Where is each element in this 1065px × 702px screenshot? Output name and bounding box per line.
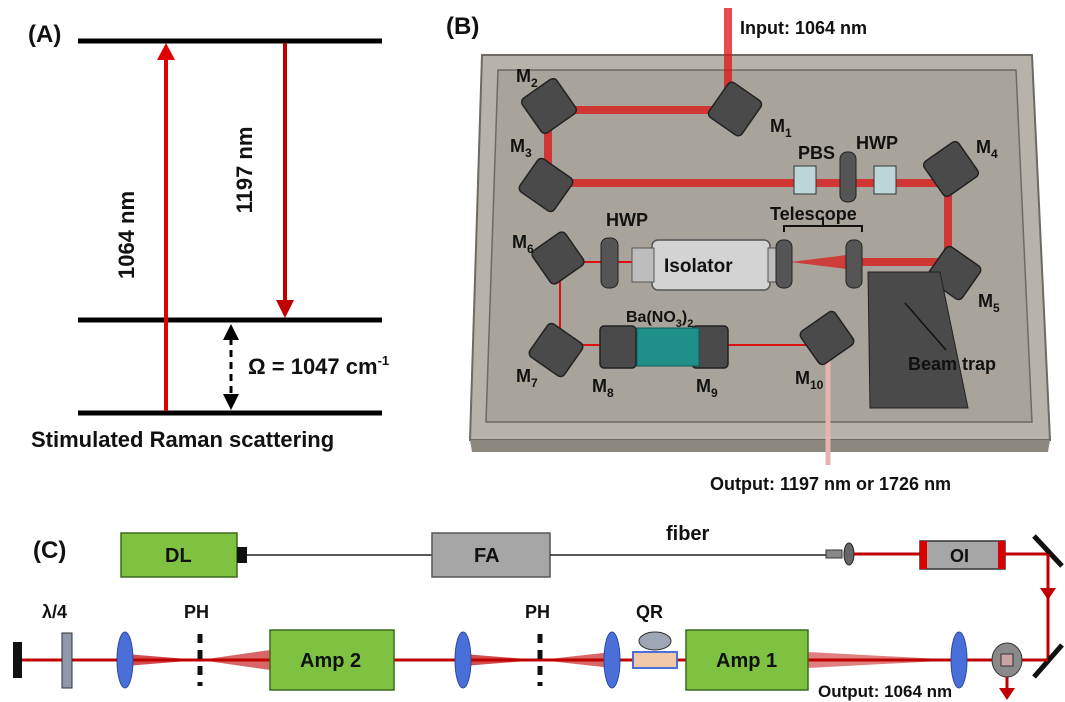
oi-end-left xyxy=(920,541,927,569)
qr-label: QR xyxy=(636,602,663,622)
lens-1 xyxy=(116,631,134,689)
mirror-label-m10: M10 xyxy=(795,368,824,392)
mirror-label-m9: M9 xyxy=(696,376,718,400)
beam-trap-label: Beam trap xyxy=(908,354,996,374)
focus-cone-5 xyxy=(808,652,960,668)
hwp-left xyxy=(600,237,619,289)
amplifier-1 xyxy=(685,629,809,691)
raman-crystal xyxy=(636,327,700,367)
telescope-lens-2 xyxy=(845,239,863,289)
lens-4 xyxy=(950,631,968,689)
beam-down-arrowhead xyxy=(1040,588,1056,600)
telescope-bracket xyxy=(783,218,863,232)
ph1-label: PH xyxy=(184,602,209,622)
omega-arrowhead-up xyxy=(223,324,239,340)
mirror-label-m6: M6 xyxy=(512,232,534,256)
fiber-amplifier-box xyxy=(431,532,551,578)
fiber-label: fiber xyxy=(666,523,710,545)
crystal-label: Ba(NO3)2 xyxy=(626,309,693,330)
amp1-label: Amp 1 xyxy=(716,650,777,672)
mirror-m2 xyxy=(520,77,578,135)
pbs-cube-2 xyxy=(873,165,897,195)
pump-wavelength-label: 1064 nm xyxy=(114,191,139,279)
focus-cone-4 xyxy=(540,652,612,668)
oi-label: OI xyxy=(950,546,969,566)
panel-b-tag: (B) xyxy=(446,13,479,40)
output-label: Output: 1197 nm or 1726 nm xyxy=(710,474,951,494)
quartz-rotator xyxy=(632,651,678,669)
hwp-left-label: HWP xyxy=(606,210,648,230)
mirror-m1 xyxy=(707,81,763,137)
isolator-label: Isolator xyxy=(664,256,733,277)
mirror-m8 xyxy=(599,325,637,369)
mirror-label-m8: M8 xyxy=(592,376,614,400)
mirror-m10 xyxy=(799,310,855,366)
table-edge xyxy=(470,440,1050,452)
output-1064-label: Output: 1064 nm xyxy=(818,682,952,701)
stokes-wavelength-label: 1197 nm xyxy=(232,127,257,214)
focus-cone-3 xyxy=(463,654,540,666)
panel-c: (C) DL FA fiber OI λ/4 xyxy=(13,523,1064,701)
telescope-label: Telescope xyxy=(770,204,857,224)
lens-3 xyxy=(603,631,621,689)
diode-laser-connector xyxy=(237,547,247,563)
oi-end-right xyxy=(998,541,1005,569)
qwp-label: λ/4 xyxy=(42,602,67,622)
telescope-beam-cone xyxy=(790,254,855,270)
mirror-mounts xyxy=(518,77,982,378)
panel-a: (A) 1064 nm 1197 nm Ω = 1047 cm-1 Stimul… xyxy=(28,21,389,452)
focus-cone-1 xyxy=(125,654,200,666)
pbs-label: PBS xyxy=(798,143,835,163)
hwp-top-label: HWP xyxy=(856,133,898,153)
panel-b: (B) Input: 1064 nm PBS HWP Telescope HWP… xyxy=(446,8,1052,494)
input-label: Input: 1064 nm xyxy=(740,18,867,38)
fiber-collimator xyxy=(825,549,843,559)
focus-cone-2 xyxy=(200,650,270,670)
dl-label: DL xyxy=(165,545,192,567)
stokes-arrowhead xyxy=(276,300,294,318)
pbs-cube-1 xyxy=(793,165,817,195)
mirror-m4 xyxy=(922,140,980,198)
mirror-label-m3: M3 xyxy=(510,136,532,160)
mirror-m3 xyxy=(518,157,574,213)
collimator-lens xyxy=(843,542,855,566)
amplifier-2 xyxy=(269,629,395,691)
mirror-label-m7: M7 xyxy=(516,366,538,390)
ph2-label: PH xyxy=(525,602,550,622)
telescope-lens-1 xyxy=(775,239,793,289)
hwp-top xyxy=(839,151,857,203)
mirror-label-m5: M5 xyxy=(978,291,1000,315)
mirror-m6 xyxy=(531,231,585,285)
end-mirror xyxy=(13,642,22,678)
mirror-label-m1: M1 xyxy=(770,116,792,140)
raman-shift-label: Ω = 1047 cm-1 xyxy=(248,353,389,379)
lens-2 xyxy=(454,631,472,689)
amp2-label: Amp 2 xyxy=(300,650,361,672)
isolator-end-left xyxy=(631,247,655,283)
mirror-m7 xyxy=(528,322,584,378)
fa-label: FA xyxy=(474,545,500,567)
quarter-wave-plate xyxy=(61,632,73,689)
mirror-label-m2: M2 xyxy=(516,66,538,90)
output-arrowhead xyxy=(999,688,1015,700)
mirror-label-m4: M4 xyxy=(976,137,998,161)
panel-c-tag: (C) xyxy=(33,537,66,564)
beam-trap-leader xyxy=(904,302,947,351)
pump-arrowhead xyxy=(157,43,175,60)
srs-caption: Stimulated Raman scattering xyxy=(31,427,334,452)
folding-mirror-1 xyxy=(1032,534,1064,568)
omega-arrowhead-down xyxy=(223,394,239,410)
quartz-rotator-mount xyxy=(638,631,672,651)
panel-a-tag: (A) xyxy=(28,21,61,48)
beam-trap xyxy=(867,271,969,409)
pickoff-cube xyxy=(1000,653,1014,667)
